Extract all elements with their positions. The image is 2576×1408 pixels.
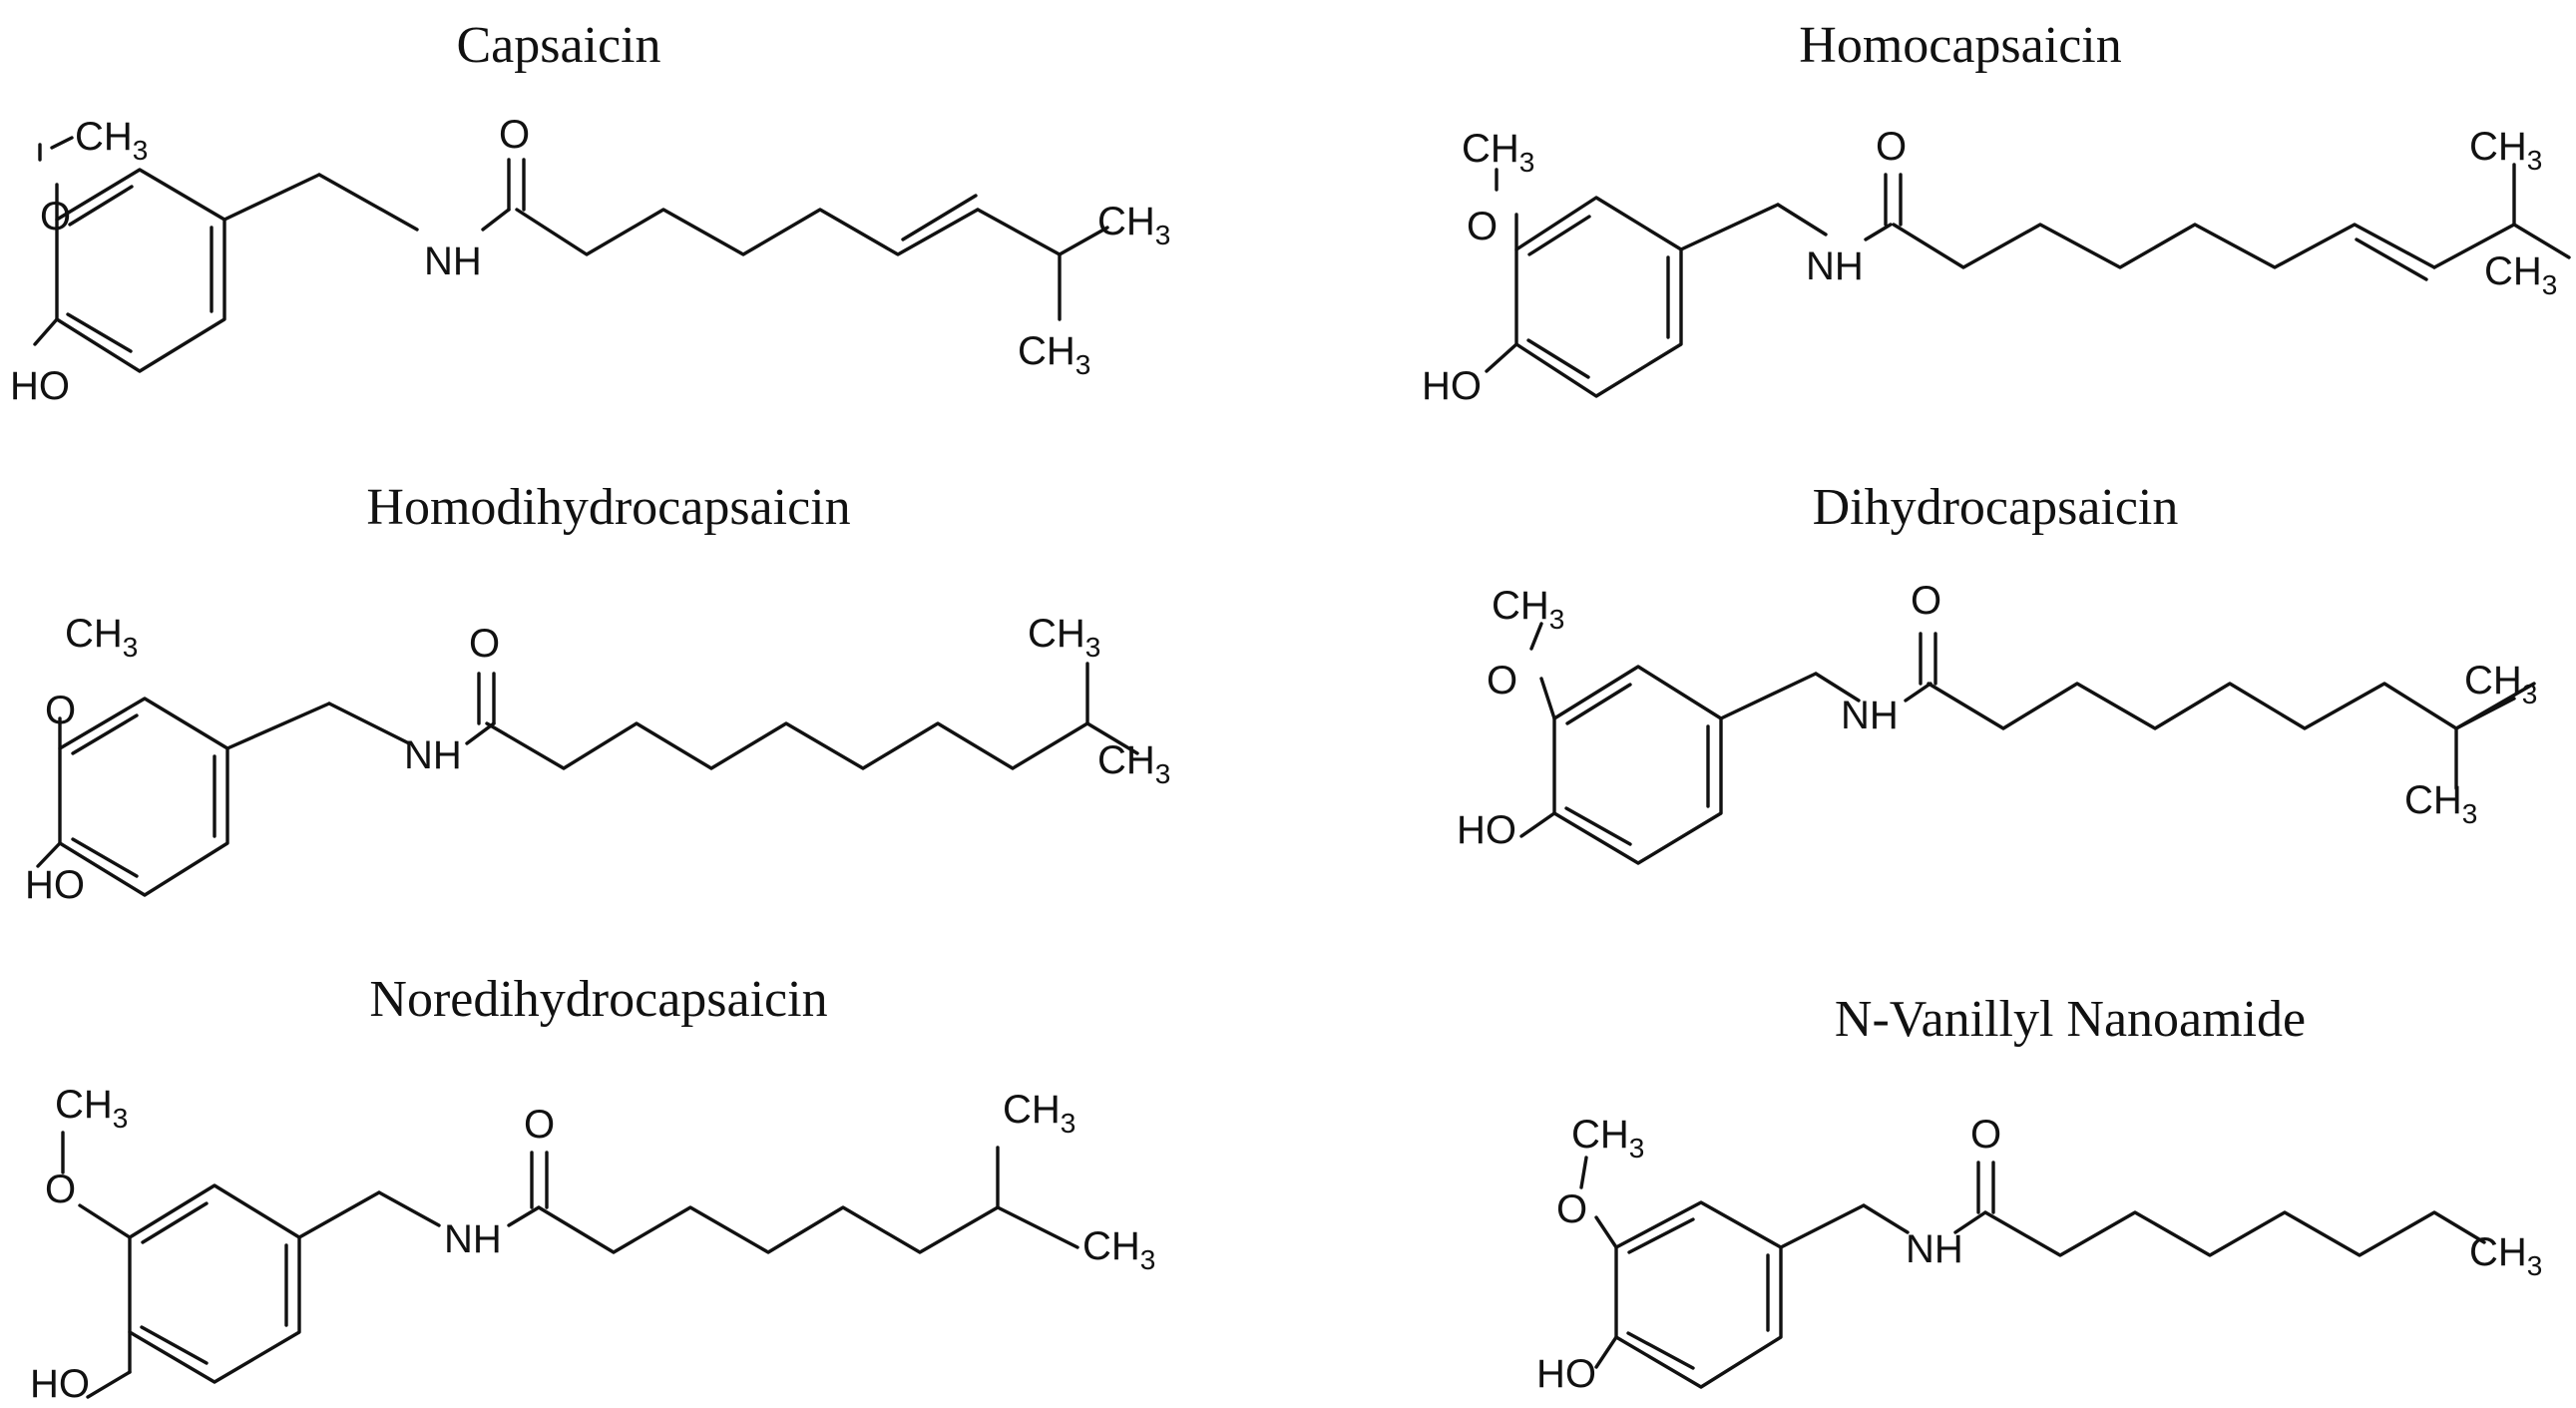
atom-ch3-methoxy: CH3	[75, 115, 148, 166]
atom-hydroxyl: HO	[1457, 808, 1516, 852]
structure-n-vanillyl-nanoamide: CH3 O HO NH O CH3	[1536, 1113, 2542, 1396]
atom-nh: NH	[444, 1217, 502, 1261]
atom-o-carbonyl: O	[499, 113, 530, 157]
atom-o-carbonyl: O	[1911, 579, 1941, 623]
atom-hydroxyl: HO	[1422, 364, 1482, 408]
atom-ch3-end-a: CH3	[1028, 612, 1100, 663]
structure-homocapsaicin: CH3 O HO NH O CH3 CH3	[1422, 125, 2571, 408]
title-homodihydrocapsaicin: Homodihydrocapsaicin	[366, 479, 850, 536]
atom-ch3-methoxy: CH3	[1462, 127, 1534, 178]
atom-hydroxyl: HO	[25, 863, 85, 907]
atom-hydroxyl: HO	[10, 364, 70, 408]
title-capsaicin: Capsaicin	[456, 17, 660, 74]
structure-noredihydrocapsaicin: CH3 O HO NH O CH3 CH3	[30, 1083, 1155, 1406]
atom-hydroxyl: HO	[1536, 1352, 1596, 1396]
atom-o-carbonyl: O	[1876, 125, 1907, 169]
atom-nh: NH	[404, 733, 462, 777]
atom-o-methoxy: O	[45, 689, 76, 732]
atom-nh: NH	[1906, 1227, 1963, 1271]
atom-ch3-end-a: CH3	[1097, 200, 1170, 250]
bonds	[61, 1131, 1079, 1399]
atom-nh: NH	[1841, 694, 1899, 737]
bonds	[1485, 163, 2571, 398]
atom-o-methoxy: O	[45, 1168, 76, 1211]
atom-ch3-methoxy: CH3	[1492, 584, 1564, 635]
bonds	[33, 136, 1109, 373]
bonds	[1519, 622, 2536, 865]
title-noredihydrocapsaicin: Noredihydrocapsaicin	[369, 971, 827, 1028]
atom-ch3-end-a: CH3	[2469, 1230, 2542, 1281]
structure-capsaicin: CH3 O HO NH O CH3 CH3	[10, 113, 1170, 408]
title-dihydrocapsaicin: Dihydrocapsaicin	[1813, 479, 2179, 536]
atom-ch3-methoxy: CH3	[1571, 1113, 1644, 1164]
structure-homodihydrocapsaicin: CH3 O HO NH O CH3 CH3	[25, 612, 1170, 907]
atom-o-methoxy: O	[40, 195, 71, 238]
atom-ch3-end-a: CH3	[2469, 125, 2542, 176]
atom-o-methoxy: O	[1467, 205, 1498, 248]
atom-ch3-end-b: CH3	[1097, 738, 1170, 789]
atom-o-carbonyl: O	[1970, 1113, 2001, 1157]
atom-ch3-end-b: CH3	[2484, 249, 2557, 300]
atom-o-methoxy: O	[1556, 1187, 1587, 1231]
atom-ch3-end-b: CH3	[1018, 329, 1090, 380]
atom-o-carbonyl: O	[469, 622, 500, 666]
atom-o-methoxy: O	[1487, 659, 1517, 703]
bonds	[1579, 1156, 2486, 1389]
atom-o-carbonyl: O	[524, 1103, 555, 1147]
atom-hydroxyl: HO	[30, 1362, 90, 1406]
atom-ch3-end-b: CH3	[2404, 778, 2477, 829]
atom-ch3-end-a: CH3	[1003, 1088, 1075, 1139]
structure-dihydrocapsaicin: CH3 O HO NH O CH3 CH3	[1457, 579, 2537, 865]
title-homocapsaicin: Homocapsaicin	[1799, 17, 2121, 74]
atom-ch3-end-a: CH3	[2464, 659, 2537, 709]
atom-nh: NH	[424, 239, 482, 283]
title-n-vanillyl-nanoamide: N-Vanillyl Nanoamide	[1835, 991, 2306, 1048]
atom-ch3-methoxy: CH3	[55, 1083, 128, 1134]
atom-nh: NH	[1806, 244, 1864, 288]
atom-ch3-methoxy: CH3	[65, 612, 138, 663]
bonds	[36, 662, 1139, 897]
atom-ch3-end-b: CH3	[1082, 1224, 1155, 1275]
